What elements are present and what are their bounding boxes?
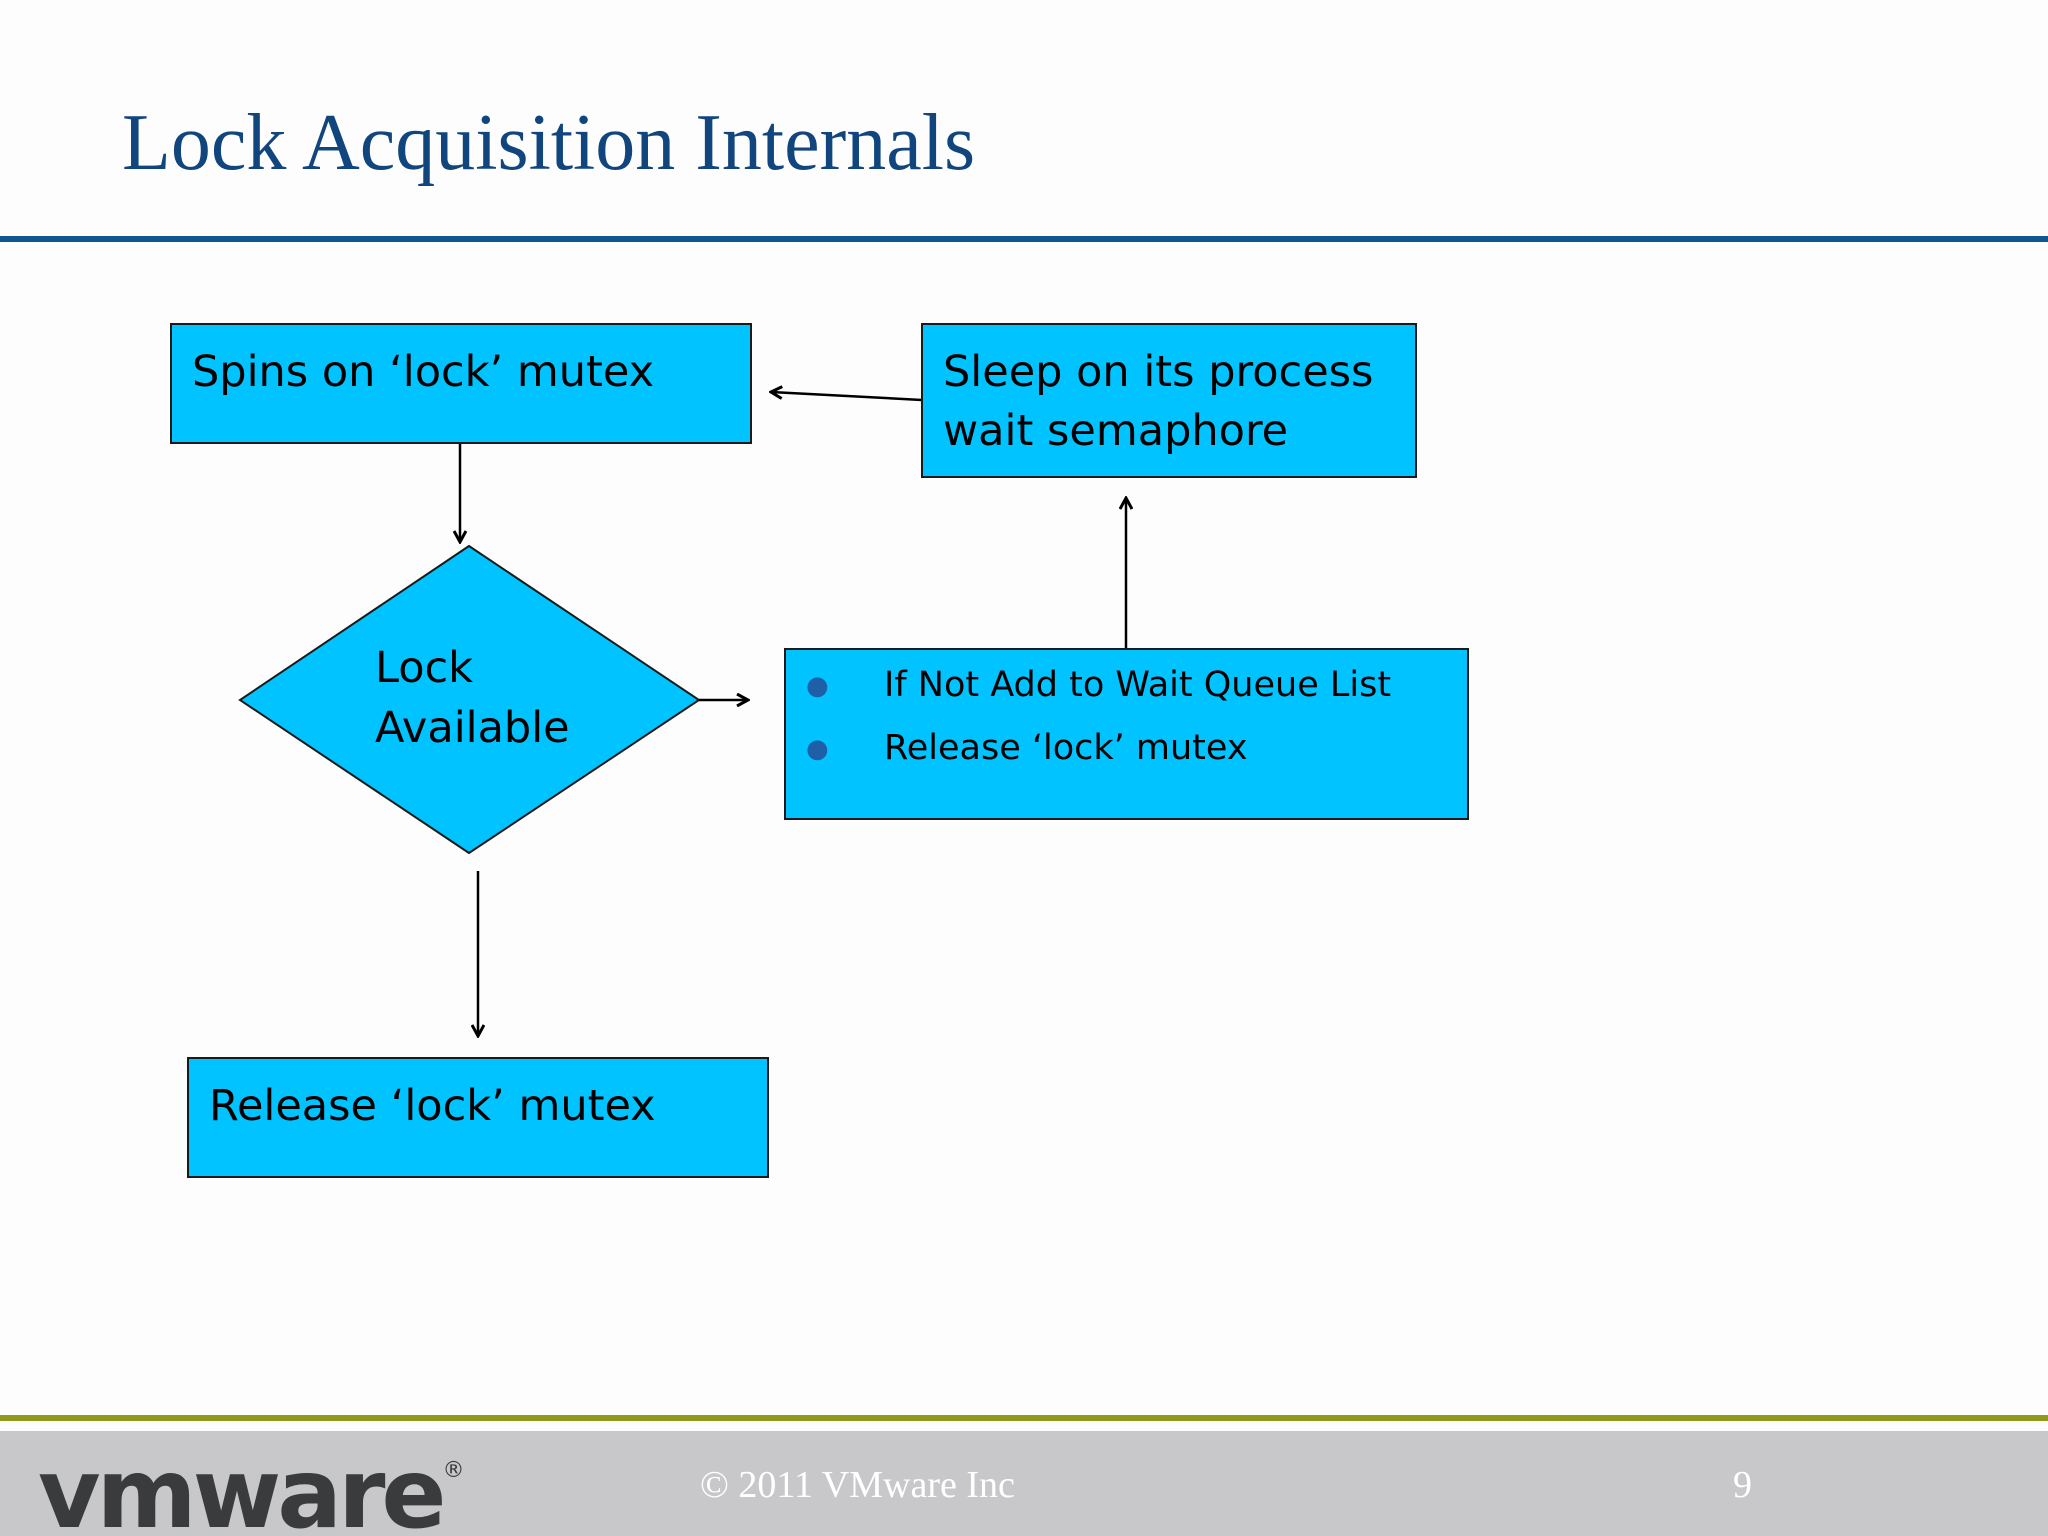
bullet-dot-icon: ● <box>806 734 829 764</box>
release-lock-box: Release ‘lock’ mutex <box>187 1057 769 1178</box>
decision-label: Lock Available <box>375 638 570 758</box>
copyright-text: © 2011 VMware Inc <box>700 1464 1015 1506</box>
sleep-line-2: wait semaphore <box>943 406 1289 456</box>
wait-bullet-1: ● If Not Add to Wait Queue List <box>806 665 1391 705</box>
release-lock-label: Release ‘lock’ mutex <box>209 1081 656 1131</box>
wait-bullet-2: ● Release ‘lock’ mutex <box>806 728 1248 768</box>
wait-bullet-2-text: Release ‘lock’ mutex <box>884 728 1248 768</box>
vmware-logo: vmware® <box>38 1438 465 1536</box>
title-divider <box>0 236 2048 242</box>
arrow-sleep-to-spin <box>771 392 923 402</box>
page-number: 9 <box>1733 1464 1752 1506</box>
footer-band <box>0 1431 2048 1536</box>
sleep-line-1: Sleep on its process <box>943 347 1374 397</box>
bullet-dot-icon: ● <box>806 671 829 701</box>
decision-line-1: Lock <box>375 643 474 693</box>
decision-line-2: Available <box>375 703 570 753</box>
wait-bullet-1-text: If Not Add to Wait Queue List <box>884 665 1392 705</box>
registered-mark: ® <box>442 1458 465 1483</box>
spin-lock-label: Spins on ‘lock’ mutex <box>192 347 655 397</box>
wait-queue-box: ● If Not Add to Wait Queue List ● Release … <box>784 648 1469 820</box>
spin-lock-box: Spins on ‘lock’ mutex <box>170 323 752 444</box>
decision-diamond <box>238 544 701 855</box>
sleep-semaphore-box: Sleep on its process wait semaphore <box>921 323 1417 478</box>
slide-title: Lock Acquisition Internals <box>122 99 976 187</box>
footer-divider <box>0 1415 2048 1421</box>
logo-text: vmware <box>38 1438 447 1536</box>
